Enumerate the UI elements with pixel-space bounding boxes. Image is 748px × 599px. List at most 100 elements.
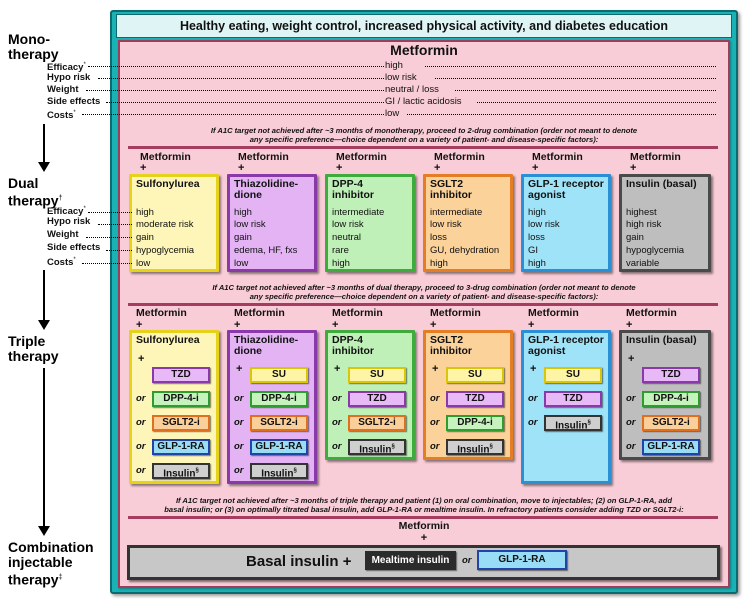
mono-label-side: Side effects: [47, 96, 101, 107]
mono-label-efficacy: Efficacy*: [47, 62, 86, 74]
triple-option-glp1: GLP-1-RA: [642, 439, 700, 455]
triple-option-sglt2: SGLT2-i: [642, 415, 700, 431]
dual-label-weight: Weight: [47, 229, 79, 240]
arrow-mono-dual: [43, 124, 45, 164]
triple-option-glp1: GLP-1-RA: [152, 439, 210, 455]
triple-plus-4: +: [430, 319, 437, 331]
separator: [128, 303, 718, 306]
or-label: or: [626, 393, 636, 404]
triple-option-insulin: Insulin§: [544, 415, 602, 431]
arrow-head: [38, 526, 50, 536]
or-label: or: [136, 441, 146, 452]
triple-box-thiazolidinedione: Thiazolidine-dione +: [227, 330, 317, 484]
lifestyle-banner: Healthy eating, weight control, increase…: [116, 14, 732, 38]
note-to-combination: If A1C target not achieved after ~3 mont…: [164, 496, 684, 514]
triple-option-insulin: Insulin§: [348, 439, 406, 455]
note-to-dual: If A1C target not achieved after ~3 mont…: [210, 126, 638, 144]
triple-metformin-3: Metformin: [332, 307, 383, 319]
dual-metformin-1: Metformin: [140, 151, 191, 163]
or-label: or: [136, 393, 146, 404]
mono-side: GI / lactic acidosis: [385, 96, 477, 107]
triple-option-dpp4: DPP-4-i: [642, 391, 700, 407]
or-label: or: [430, 393, 440, 404]
arrow-head: [38, 162, 50, 172]
dual-label-side: Side effects: [47, 242, 101, 253]
dual-label-efficacy: Efficacy*: [47, 206, 86, 218]
arrow-triple-combo: [43, 368, 45, 528]
triple-plus-5: +: [528, 319, 535, 331]
dual-metformin-3: Metformin: [336, 151, 387, 163]
stage-triple: Triple therapy: [8, 333, 59, 364]
separator: [128, 146, 718, 149]
or-label: or: [136, 417, 146, 428]
glp1-ra-box: GLP-1-RA: [477, 550, 567, 570]
triple-option-insulin: Insulin§: [152, 463, 210, 479]
triple-metformin-6: Metformin: [626, 307, 677, 319]
triple-option-dpp4: DPP-4-i: [446, 415, 504, 431]
mono-label-hypo: Hypo risk: [47, 72, 91, 83]
triple-option-insulin: Insulin§: [446, 439, 504, 455]
stage-mono: Mono- therapy: [8, 31, 59, 62]
triple-option-tzd: TZD: [642, 367, 700, 383]
triple-option-glp1: GLP-1-RA: [250, 439, 308, 455]
triple-option-su: SU: [250, 367, 308, 383]
or-label: or: [332, 441, 342, 452]
dual-metformin-5: Metformin: [532, 151, 583, 163]
or-label: or: [430, 441, 440, 452]
dual-metformin-2: Metformin: [238, 151, 289, 163]
triple-option-sglt2: SGLT2-i: [152, 415, 210, 431]
triple-box-sulfonylurea: Sulfonylurea +: [129, 330, 219, 484]
separator: [128, 516, 718, 519]
or-label: or: [234, 417, 244, 428]
or-label: or: [528, 393, 538, 404]
stage-dual: Dual therapy†: [8, 175, 63, 209]
triple-metformin-1: Metformin: [136, 307, 187, 319]
or-label: or: [136, 465, 146, 476]
dual-plus-6: +: [630, 162, 637, 174]
dual-box-thiazolidinedione: Thiazolidine-dione high low risk gain ed…: [227, 174, 317, 272]
dual-plus-2: +: [238, 162, 245, 174]
mono-weight: neutral / loss: [385, 84, 455, 95]
mealtime-insulin-box: Mealtime insulin: [365, 551, 456, 570]
triple-option-insulin: Insulin§: [250, 463, 308, 479]
triple-option-tzd: TZD: [348, 391, 406, 407]
triple-metformin-2: Metformin: [234, 307, 285, 319]
triple-option-tzd: TZD: [152, 367, 210, 383]
triple-plus-3: +: [332, 319, 339, 331]
triple-metformin-5: Metformin: [528, 307, 579, 319]
dual-box-insulin: Insulin (basal) highest high risk gain h…: [619, 174, 711, 272]
mono-hypo: low risk: [385, 72, 435, 83]
or-label: or: [626, 417, 636, 428]
note-to-triple: If A1C target not achieved after ~3 mont…: [212, 283, 636, 301]
mono-label-costs: Costs*: [47, 110, 76, 122]
basal-insulin-label: Basal insulin +: [246, 553, 352, 570]
dual-plus-4: +: [434, 162, 441, 174]
dual-label-costs: Costs*: [47, 257, 76, 269]
dual-rule: [98, 224, 132, 225]
triple-option-tzd: TZD: [544, 391, 602, 407]
or-label: or: [626, 441, 636, 452]
triple-plus-1: +: [136, 319, 143, 331]
dual-rule: [88, 212, 132, 213]
or-label: or: [528, 417, 538, 428]
combo-plus: +: [420, 532, 428, 544]
triple-option-dpp4: DPP-4-i: [250, 391, 308, 407]
dual-plus-3: +: [336, 162, 343, 174]
combo-metformin: Metformin: [398, 520, 450, 532]
triple-option-su: SU: [544, 367, 602, 383]
triple-option-sglt2: SGLT2-i: [348, 415, 406, 431]
stage-combination: Combination injectable therapy‡: [8, 539, 94, 588]
or-label: or: [234, 393, 244, 404]
dual-label-hypo: Hypo risk: [47, 216, 91, 227]
dual-rule: [82, 263, 132, 264]
arrow-dual-triple: [43, 270, 45, 322]
dual-metformin-4: Metformin: [434, 151, 485, 163]
triple-option-dpp4: DPP-4-i: [152, 391, 210, 407]
therapy-panel: [118, 40, 730, 588]
or-label: or: [234, 441, 244, 452]
arrow-head: [38, 320, 50, 330]
mono-title: Metformin: [390, 42, 458, 58]
